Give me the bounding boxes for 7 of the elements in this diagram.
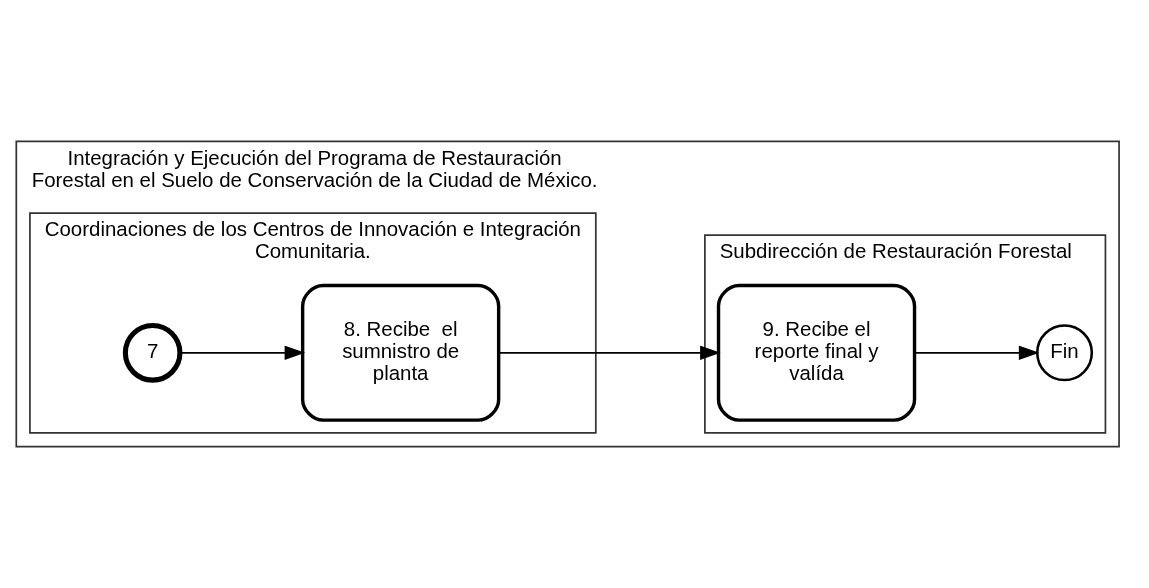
node-circle: 7: [122, 322, 183, 383]
arrow: [498, 345, 721, 360]
node-circle: Fin: [1035, 324, 1094, 382]
arrow: [914, 345, 1040, 360]
arrow: [179, 345, 306, 360]
node-box: 8. Recibe el sumnistro de planta: [300, 283, 501, 422]
node-box: 9. Recibe el reporte final y valída: [716, 283, 917, 422]
